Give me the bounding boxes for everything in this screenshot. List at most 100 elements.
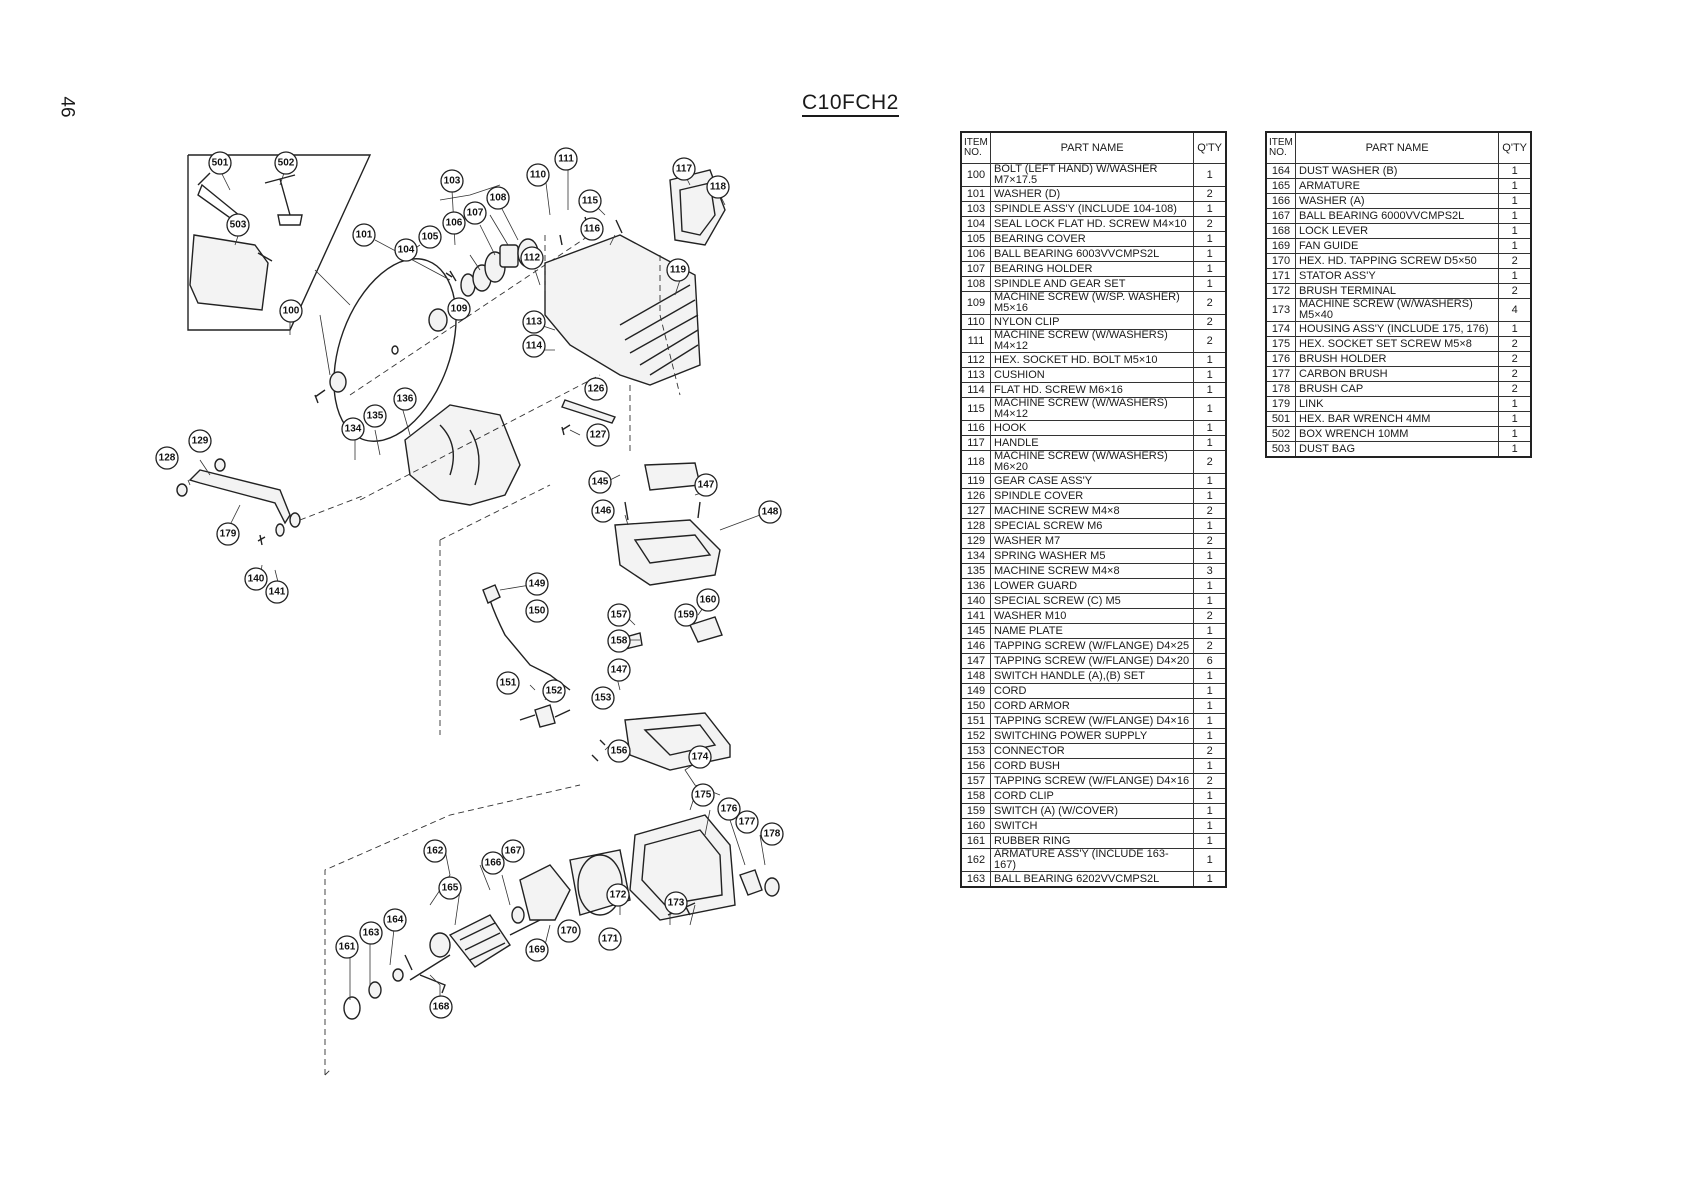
part-qty: 1	[1193, 246, 1227, 262]
part-qty: 1	[1498, 208, 1532, 224]
part-name: SWITCH (A) (W/COVER)	[989, 803, 1195, 819]
part-item-no: 116	[960, 420, 991, 436]
part-qty: 1	[1193, 163, 1227, 187]
link	[176, 458, 366, 546]
part-name: FAN GUIDE	[1294, 238, 1500, 254]
part-item-no: 136	[960, 578, 991, 594]
part-qty: 1	[1193, 578, 1227, 594]
part-item-no: 127	[960, 503, 991, 519]
part-qty: 4	[1498, 298, 1532, 322]
part-qty: 1	[1498, 268, 1532, 284]
part-name: BEARING HOLDER	[989, 261, 1195, 277]
part-qty: 2	[1498, 351, 1532, 367]
callout-101: 101	[352, 223, 376, 247]
svg-text:111: 111	[558, 154, 574, 165]
callout-140: 140	[244, 567, 268, 591]
part-qty: 1	[1498, 193, 1532, 209]
svg-text:167: 167	[505, 846, 522, 857]
callout-173: 173	[664, 891, 688, 915]
svg-text:169: 169	[529, 945, 546, 956]
part-qty: 1	[1193, 473, 1227, 489]
callout-502: 502	[274, 151, 298, 175]
part-item-no: 149	[960, 683, 991, 699]
callout-114: 114	[522, 334, 546, 358]
part-name: TAPPING SCREW (W/FLANGE) D4×16	[989, 773, 1195, 789]
svg-text:161: 161	[339, 942, 356, 953]
part-qty: 2	[1498, 366, 1532, 382]
accessories-panel	[187, 154, 372, 331]
part-item-no: 173	[1265, 298, 1296, 322]
part-name: WASHER (D)	[989, 186, 1195, 202]
part-name: BRUSH TERMINAL	[1294, 283, 1500, 299]
part-item-no: 165	[1265, 178, 1296, 194]
svg-text:127: 127	[590, 430, 607, 441]
header-part-name: PART NAME	[1294, 131, 1500, 164]
callout-147: 147	[607, 658, 631, 682]
svg-text:148: 148	[762, 507, 779, 518]
part-name: TAPPING SCREW (W/FLANGE) D4×20	[989, 653, 1195, 669]
svg-text:503: 503	[230, 220, 247, 231]
part-qty: 6	[1193, 653, 1227, 669]
svg-text:145: 145	[592, 477, 609, 488]
svg-text:152: 152	[546, 686, 563, 697]
callout-163: 163	[359, 921, 383, 945]
svg-text:113: 113	[526, 317, 543, 328]
svg-text:147: 147	[611, 665, 628, 676]
part-item-no: 161	[960, 833, 991, 849]
callout-112: 112	[520, 246, 544, 270]
part-item-no: 167	[1265, 208, 1296, 224]
gear-case	[544, 169, 726, 455]
part-name: WASHER (A)	[1294, 193, 1500, 209]
part-item-no: 129	[960, 533, 991, 549]
callout-158: 158	[607, 629, 631, 653]
callout-160: 160	[696, 588, 720, 612]
part-name: SPINDLE ASS'Y (INCLUDE 104-108)	[989, 201, 1195, 217]
part-name: GEAR CASE ASS'Y	[989, 473, 1195, 489]
part-qty: 1	[1193, 871, 1227, 888]
page-number: 46	[56, 96, 78, 118]
part-qty: 2	[1193, 329, 1227, 353]
svg-text:119: 119	[670, 265, 687, 276]
svg-text:118: 118	[710, 182, 727, 193]
part-item-no: 100	[960, 163, 991, 187]
part-name: BRUSH HOLDER	[1294, 351, 1500, 367]
svg-text:117: 117	[676, 164, 693, 175]
part-name: RUBBER RING	[989, 833, 1195, 849]
part-name: LINK	[1294, 396, 1500, 412]
svg-text:158: 158	[611, 636, 628, 647]
callout-107: 107	[463, 201, 487, 225]
callout-159: 159	[674, 603, 698, 627]
svg-text:175: 175	[695, 790, 712, 801]
svg-text:128: 128	[159, 453, 176, 464]
part-name: MACHINE SCREW (W/WASHERS) M5×40	[1294, 298, 1500, 322]
callout-166: 166	[481, 851, 505, 875]
callout-149: 149	[525, 572, 549, 596]
callout-174: 174	[688, 745, 712, 769]
part-qty: 1	[1193, 367, 1227, 383]
svg-text:178: 178	[764, 829, 781, 840]
part-name: HOUSING ASS'Y (INCLUDE 175, 176)	[1294, 321, 1500, 337]
callout-126: 126	[584, 377, 608, 401]
part-name: MACHINE SCREW (W/WASHERS) M4×12	[989, 329, 1195, 353]
part-item-no: 140	[960, 593, 991, 609]
part-item-no: 148	[960, 668, 991, 684]
callout-109: 109	[447, 297, 471, 321]
